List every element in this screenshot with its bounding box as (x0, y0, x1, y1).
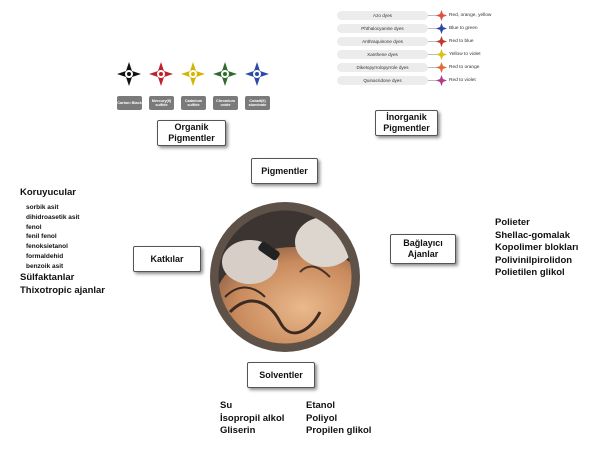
list-item: dihidroasetik asit (26, 213, 80, 221)
thixotropic-heading: Thixotropic ajanlar (20, 285, 105, 296)
list-item: fenil fenol (26, 233, 57, 241)
baglayici-ajanlar-node: Bağlayıcı Ajanlar (390, 234, 456, 264)
list-item: Su (220, 400, 233, 411)
list-item: Etanol (306, 400, 336, 411)
dye-name: Phthalocyanine dyes (337, 24, 428, 33)
dye-color: Red to violet (449, 78, 476, 83)
koruyucu-items: sorbik asit dihidroasetik asit fenol fen… (26, 203, 136, 272)
carbon-black-icon (117, 62, 141, 86)
dye-row: Diketopyrrolopyrrole dyes Red to orange (337, 62, 590, 73)
list-item: Shellac-gomalak (495, 229, 570, 241)
dye-swatch-icon (436, 10, 447, 21)
list-item: Poliyol (306, 412, 338, 424)
list-item: Gliserin (220, 425, 256, 436)
dye-color: Red to orange (449, 65, 480, 70)
cadmium-sulfide-icon (181, 62, 205, 86)
connector-line (428, 41, 438, 42)
dye-row: Quinacridone dyes Red to violet (337, 75, 590, 86)
connector-line (428, 28, 438, 29)
connector-line (428, 67, 438, 68)
dye-name: Xanthene dyes (337, 50, 428, 59)
list-item: formaldehid (26, 252, 64, 260)
pigment-label: Chromium oxide (213, 96, 238, 110)
list-item: Polietilen glikol (495, 267, 565, 278)
inorganik-pigmentler-node: İnorganik Pigmentler (375, 110, 438, 136)
list-item: fenol (26, 223, 42, 231)
solvent-list-right: Etanol Poliyol Propilen glikol (306, 400, 371, 438)
dye-name: Diketopyrrolopyrrole dyes (337, 63, 428, 72)
dye-swatch-icon (436, 23, 447, 34)
pigment-label: Mercury(II) sulfide (149, 96, 174, 110)
list-item: benzoik asit (26, 262, 64, 270)
dye-swatch-icon (436, 62, 447, 73)
list-item: Polivinilpirolidon (495, 254, 573, 266)
organic-pigment-group: Carbon Black Mercury(II) sulfide Cadmium… (112, 58, 272, 114)
baglayici-items: Polieter Shellac-gomalak Kopolimer blokl… (495, 217, 590, 280)
list-item: Kopolimer blokları (495, 242, 579, 253)
dye-swatch-icon (436, 75, 447, 86)
list-item: Polieter (495, 217, 530, 228)
dye-swatch-icon (436, 36, 447, 47)
pigment-label: Carbon Black (117, 96, 142, 110)
center-image (210, 202, 360, 352)
koruyucular-heading: Koruyucular (20, 187, 76, 198)
list-item: fenoksietanol (26, 243, 68, 251)
dye-name: Azo dyes (337, 11, 428, 20)
dye-name: Quinacridone dyes (337, 76, 428, 85)
connector-line (428, 15, 438, 16)
dye-row: Phthalocyanine dyes Blue to green (337, 23, 590, 34)
dye-name: Anthraquinone dyes (337, 37, 428, 46)
pigment-label: Cadmium sulfide (181, 96, 206, 110)
chromium-oxide-icon (213, 62, 237, 86)
katkilar-node: Katkılar (133, 246, 201, 272)
connector-line (428, 80, 438, 81)
dye-list: Azo dyes Red, orange, yellow Phthalocyan… (0, 0, 590, 90)
connector-line (428, 54, 438, 55)
dye-row: Xanthene dyes Yellow to violet (337, 49, 590, 60)
dye-color: Blue to green (449, 26, 478, 31)
dye-color: Red to blue (449, 39, 474, 44)
mercury-sulfide-icon (149, 62, 173, 86)
solvent-list-left: Su İsopropil alkol Gliserin (220, 400, 284, 438)
dye-row: Anthraquinone dyes Red to blue (337, 36, 590, 47)
dye-swatch-icon (436, 49, 447, 60)
list-item: İsopropil alkol (220, 412, 285, 424)
dye-row: Azo dyes Red, orange, yellow (337, 10, 590, 21)
dye-color: Red, orange, yellow (449, 13, 492, 18)
pigmentler-node: Pigmentler (251, 158, 318, 184)
pigment-label: Cobalt(II) aluminate (245, 96, 270, 110)
organik-pigmentler-node: Organik Pigmentler (157, 120, 226, 146)
solventler-node: Solventler (247, 362, 315, 388)
list-item: Propilen glikol (306, 425, 372, 436)
list-item: sorbik asit (26, 204, 59, 211)
dye-color: Yellow to violet (449, 52, 481, 57)
cobalt-aluminate-icon (245, 62, 269, 86)
sulfaktanlar-heading: Sülfaktanlar (20, 272, 75, 283)
